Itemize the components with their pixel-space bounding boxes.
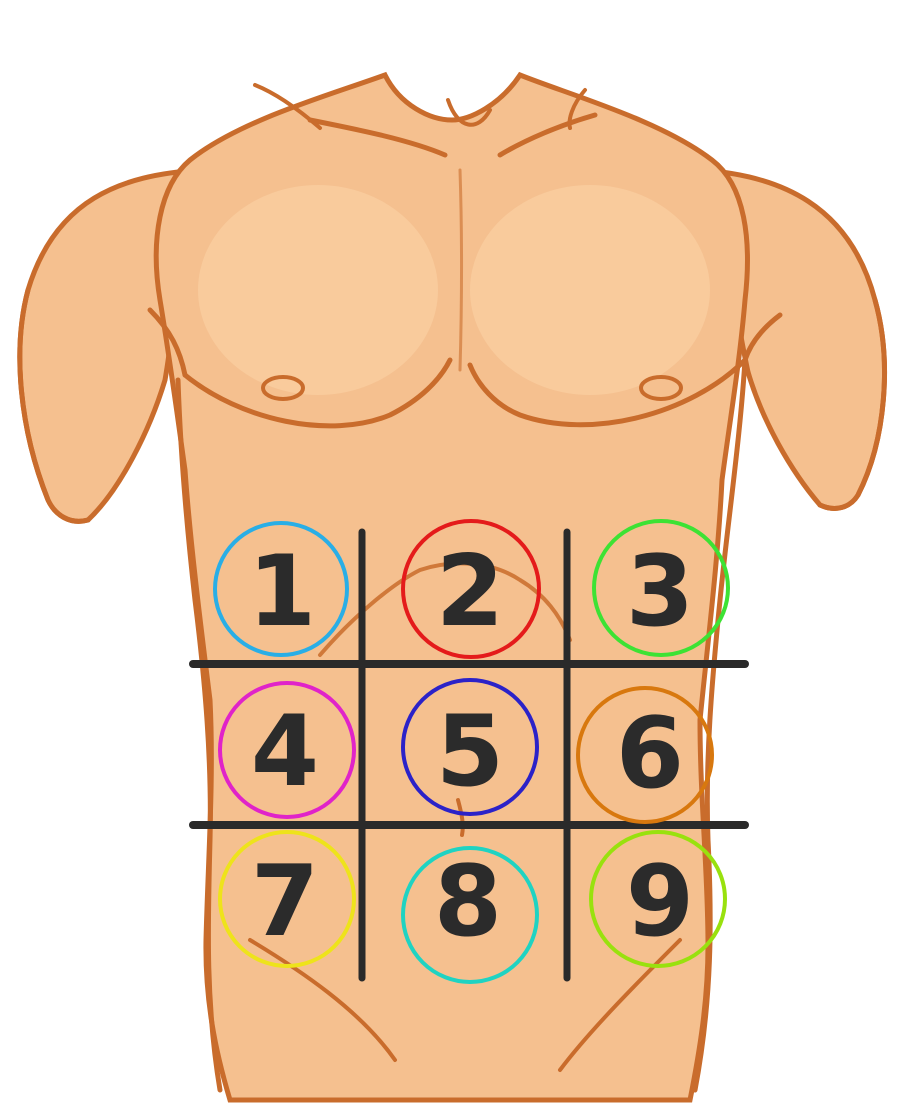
region-4-number: 4	[251, 695, 319, 809]
sternum-line	[460, 170, 462, 370]
region-6-number: 6	[616, 697, 684, 811]
region-1-number: 1	[248, 535, 316, 649]
region-8-number: 8	[434, 845, 502, 959]
region-9-number: 9	[626, 845, 694, 959]
right-pec-highlight	[470, 185, 710, 395]
region-5-number: 5	[436, 695, 504, 809]
regions: 1 2 3 4 5 6 7 8	[215, 521, 728, 982]
left-pec-highlight	[198, 185, 438, 395]
region-2-number: 2	[436, 535, 504, 649]
region-7-number: 7	[251, 845, 319, 959]
region-3-number: 3	[626, 535, 694, 649]
